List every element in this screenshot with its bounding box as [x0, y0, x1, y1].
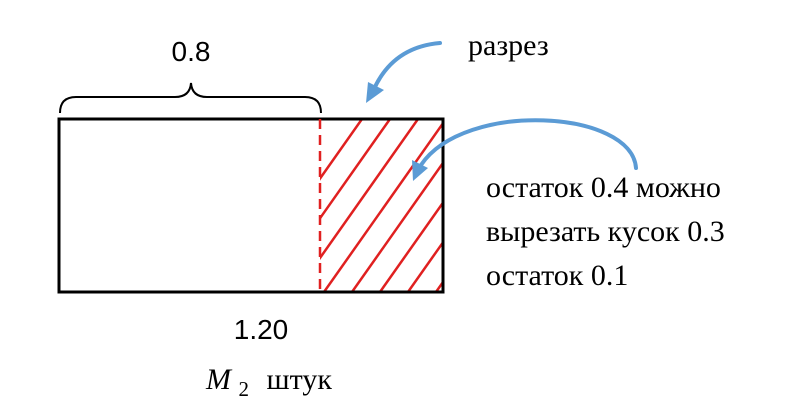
top-dimension-label: 0.8	[172, 36, 211, 67]
remainder-arrow	[419, 118, 638, 170]
hatch-line	[320, 119, 420, 261]
bottom-dimension-label: 1.20	[234, 314, 289, 345]
remainder-note-line-2: вырезать кусок 0.3	[486, 215, 725, 248]
cut-arrow-head	[366, 82, 384, 103]
cut-arrow	[372, 41, 442, 91]
hatch-line	[406, 240, 443, 292]
quantity-label: M 2 штук	[205, 363, 332, 403]
hatch-line	[350, 160, 443, 292]
quantity-unit: штук	[267, 363, 333, 396]
quantity-symbol: M	[205, 363, 233, 396]
material-rectangle	[57, 117, 445, 294]
hatch-line	[320, 119, 392, 221]
remainder-note-line-1: остаток 0.4 можно	[486, 171, 721, 204]
cut-label: разрез	[468, 29, 549, 62]
quantity-subscript: 2	[239, 377, 250, 401]
hatch-line	[378, 200, 443, 292]
top-dimension-brace	[59, 82, 322, 114]
hatched-remainder-area	[320, 119, 443, 292]
remainder-arrow-head	[412, 160, 428, 181]
hatch-line	[320, 119, 364, 181]
hatch-line	[322, 121, 443, 292]
remainder-note-line-3: остаток 0.1	[486, 259, 628, 292]
